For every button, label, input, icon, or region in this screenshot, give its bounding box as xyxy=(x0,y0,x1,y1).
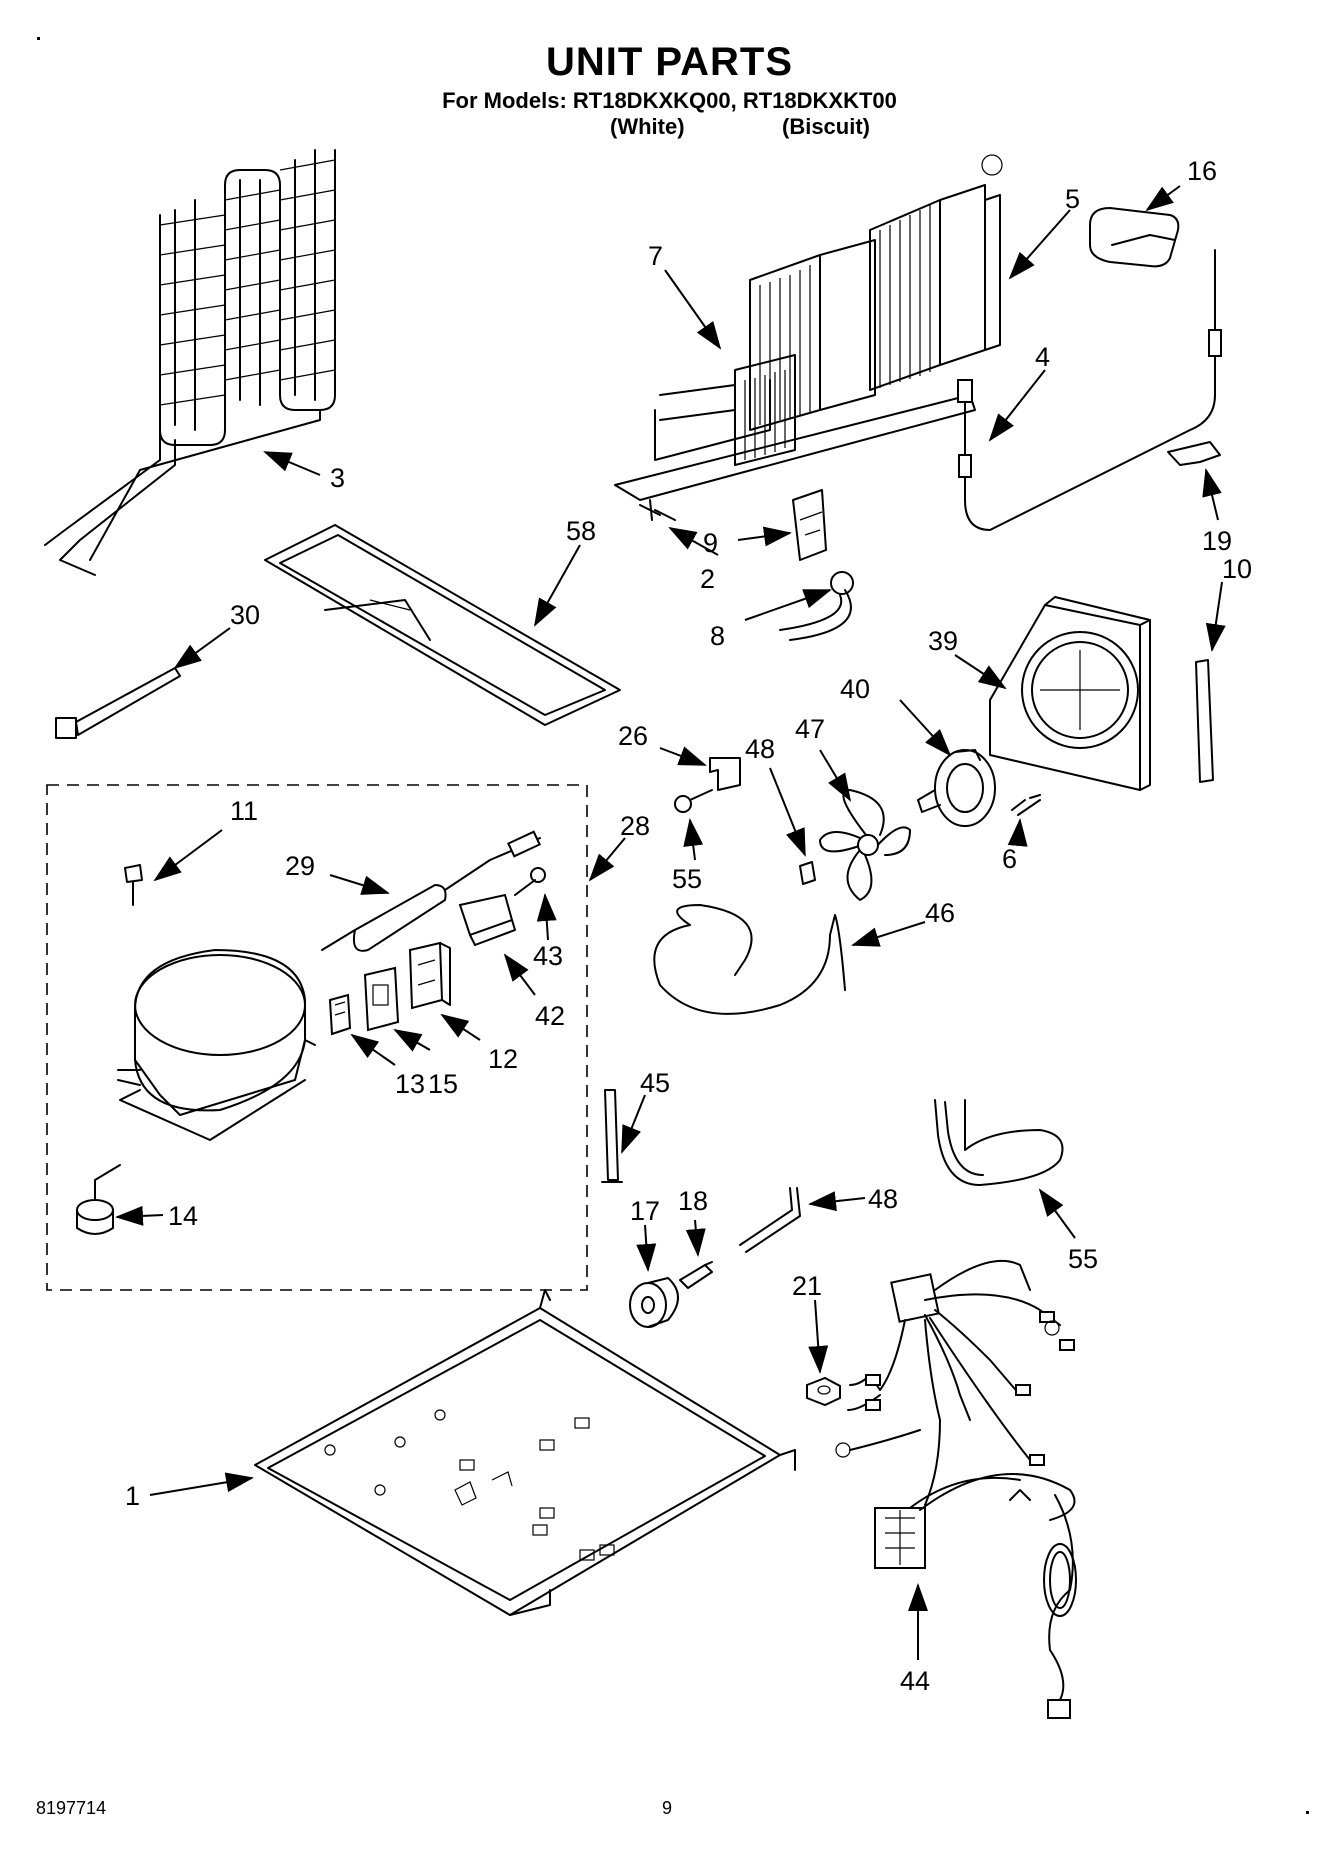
fan-blade-part xyxy=(819,789,911,901)
callout-42: 44 xyxy=(900,1666,930,1696)
overload-part-15 xyxy=(363,966,400,1032)
callout-39: 39 xyxy=(928,626,958,656)
speck-top-left xyxy=(37,37,40,40)
callout-2: 2 xyxy=(700,564,715,594)
callout-28: 28 xyxy=(620,811,650,841)
callout-1: 1 xyxy=(125,1481,140,1511)
callout-48: 48 xyxy=(868,1184,898,1214)
cover-part-32 xyxy=(458,893,516,946)
grommet-part-14 xyxy=(76,1164,121,1235)
part-44 xyxy=(799,861,816,885)
fan-motor-part xyxy=(917,749,996,827)
condenser-coil-part xyxy=(44,149,336,576)
callout-17: 17 xyxy=(630,1196,660,1226)
part-26 xyxy=(709,757,741,791)
callout-33: 43 xyxy=(533,941,563,971)
callout-47: 55 xyxy=(1068,1244,1098,1274)
callout-9: 9 xyxy=(703,528,718,558)
wire-harness-part xyxy=(835,1259,1077,1719)
part-4-sensor-lead xyxy=(957,249,1222,531)
tie-wrap-part xyxy=(55,667,181,739)
bracket-part-9 xyxy=(792,489,827,561)
callout-30: 30 xyxy=(230,600,260,630)
callout-11: 11 xyxy=(230,796,258,826)
nut-part-21 xyxy=(806,1376,841,1407)
part-10-strip xyxy=(1195,659,1214,783)
screw-part-11 xyxy=(124,864,143,906)
callout-32: 42 xyxy=(535,1001,565,1031)
pin-part-45 xyxy=(601,1089,623,1183)
callout-55: 55 xyxy=(672,864,702,894)
screw-part-55 xyxy=(674,789,713,813)
callout-19: 19 xyxy=(1202,526,1232,556)
callout-15: 15 xyxy=(428,1069,458,1099)
tube-part-47 xyxy=(934,1099,1064,1186)
callout-5: 5 xyxy=(1065,184,1080,214)
callout-14: 14 xyxy=(168,1201,198,1231)
document-number: 8197714 xyxy=(36,1798,107,1818)
callout-13: 13 xyxy=(395,1069,425,1099)
drier-part xyxy=(321,830,541,952)
part-8 xyxy=(779,571,854,641)
relay-part-12 xyxy=(408,941,451,1010)
screw-part-2 xyxy=(639,499,676,521)
callout-3: 3 xyxy=(330,463,345,493)
callout-45: 45 xyxy=(640,1068,670,1098)
callout-58: 58 xyxy=(566,516,596,546)
tube-part-46 xyxy=(653,904,846,1015)
color-biscuit-label: (Biscuit) xyxy=(782,114,870,139)
fan-shroud-part xyxy=(989,596,1151,791)
drain-pan-part xyxy=(264,524,621,726)
clip-part xyxy=(1167,441,1221,466)
color-white-label: (White) xyxy=(610,114,685,139)
screw-part-33 xyxy=(514,867,546,896)
callout-43: 47 xyxy=(795,714,825,744)
callout-12: 12 xyxy=(488,1044,518,1074)
screw-part-6 xyxy=(1011,794,1041,816)
roller-part-17 xyxy=(629,1277,679,1328)
callout-6: 6 xyxy=(1002,844,1017,874)
callout-40: 40 xyxy=(840,674,870,704)
base-frame-part xyxy=(254,1289,796,1616)
axle-part-18 xyxy=(679,1261,713,1289)
callout-29: 29 xyxy=(285,851,315,881)
clip-part-13 xyxy=(328,993,352,1036)
page-title: UNIT PARTS xyxy=(545,40,794,84)
tube-part-48 xyxy=(739,1187,801,1253)
part-16 xyxy=(1089,206,1180,268)
page-number: 9 xyxy=(662,1798,673,1818)
callout-8: 8 xyxy=(710,621,725,651)
callout-46: 46 xyxy=(925,898,955,928)
models-line: For Models: RT18DKXKQ00, RT18DKXKT00 xyxy=(442,88,897,113)
callout-21: 21 xyxy=(792,1271,822,1301)
compressor-part xyxy=(117,948,316,1141)
callout-4: 4 xyxy=(1035,342,1050,372)
speck-bottom-right xyxy=(1306,1811,1309,1814)
callout-44: 48 xyxy=(745,734,775,764)
callout-18: 18 xyxy=(678,1186,708,1216)
callout-26: 26 xyxy=(618,721,648,751)
callout-10: 10 xyxy=(1222,554,1252,584)
callout-7: 7 xyxy=(648,241,663,271)
evaporator-part xyxy=(614,154,1003,501)
callout-16: 16 xyxy=(1187,156,1217,186)
compressor-group-outline xyxy=(46,784,588,1291)
